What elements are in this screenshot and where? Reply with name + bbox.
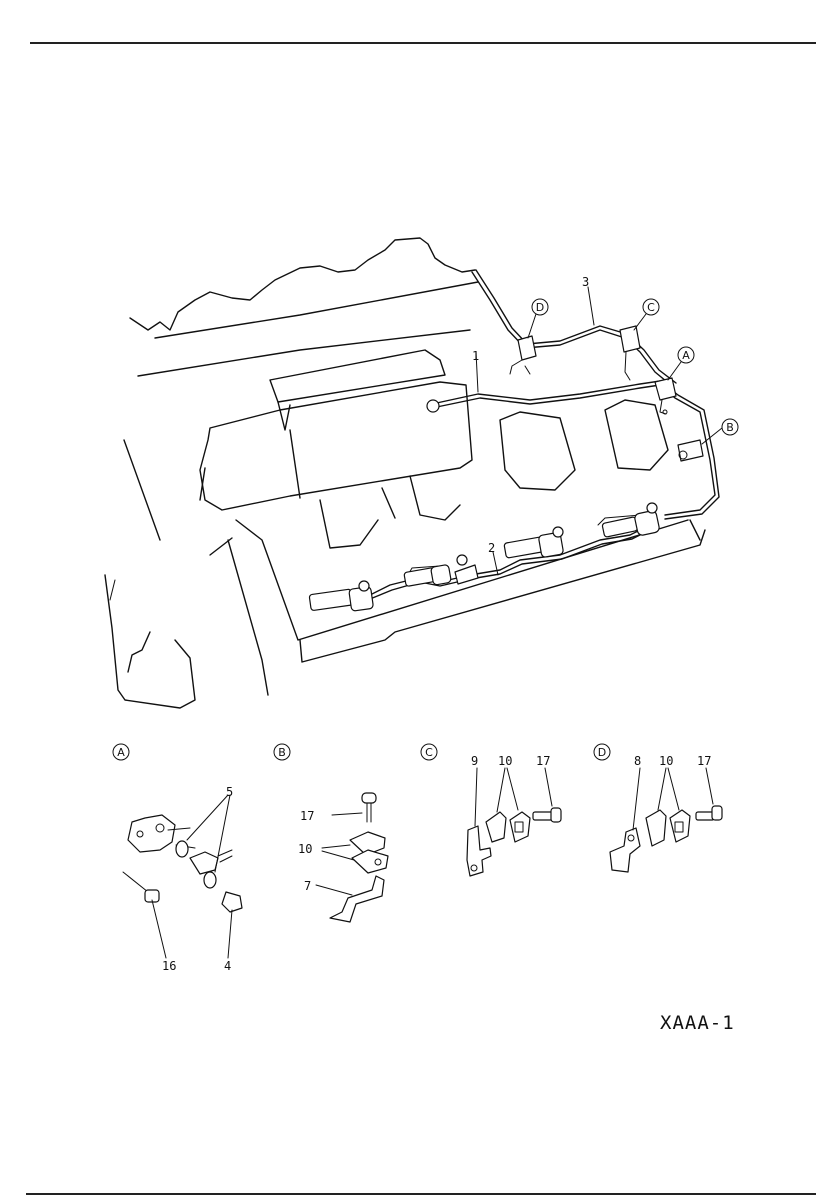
detail-d-callout-bracket: 8 xyxy=(634,754,641,768)
detail-b-clamp-bottom xyxy=(351,849,389,874)
detail-a-marker: A xyxy=(112,743,130,761)
svg-text:D: D xyxy=(536,301,544,314)
svg-text:A: A xyxy=(682,349,690,362)
engine-outline xyxy=(104,237,706,709)
detail-b-marker: B xyxy=(273,743,291,761)
clamp-a xyxy=(654,377,677,415)
injector-1 xyxy=(308,580,374,612)
marker-b-main: B xyxy=(721,418,739,436)
detail-a: A 5 16 4 xyxy=(112,743,243,973)
detail-d-clamp-2 xyxy=(669,809,691,843)
detail-d-callout-clamp: 10 xyxy=(659,754,673,768)
pipe-clamps xyxy=(426,325,704,462)
figure-code: XAAA-1 xyxy=(660,1012,735,1034)
detail-a-clamp xyxy=(189,851,219,875)
main-leaders xyxy=(475,286,723,576)
detail-a-bolt-4 xyxy=(221,891,243,913)
detail-a-washer-1 xyxy=(175,840,189,858)
detail-c-clamp-2 xyxy=(509,811,531,843)
injector-3 xyxy=(503,526,564,559)
marker-c-main: C xyxy=(642,298,660,316)
detail-d-clamp-1 xyxy=(645,809,667,847)
svg-text:C: C xyxy=(647,301,655,314)
detail-c-bracket xyxy=(466,825,492,877)
detail-b-callout-clamp: 10 xyxy=(298,842,312,856)
detail-a-callout-bolt-4: 4 xyxy=(224,959,231,973)
footer-rule xyxy=(26,1193,816,1195)
detail-c-marker: C xyxy=(420,743,438,761)
detail-d: D 8 10 17 xyxy=(593,743,723,873)
marker-a-main: A xyxy=(677,346,695,364)
detail-a-callout-bolt-16: 16 xyxy=(162,959,176,973)
pipe-fitting xyxy=(426,399,440,413)
injectors xyxy=(308,502,660,612)
injector-2 xyxy=(403,554,479,587)
detail-b-callout-bolt: 17 xyxy=(300,809,314,823)
clamp-d xyxy=(509,335,537,375)
detail-b: B 17 10 7 xyxy=(273,743,389,923)
svg-text:B: B xyxy=(726,421,734,434)
injector-4 xyxy=(601,502,660,538)
clamp-c xyxy=(619,325,641,381)
header-rule xyxy=(30,42,816,44)
detail-c-callout-bolt: 17 xyxy=(536,754,550,768)
detail-b-bracket xyxy=(329,875,385,923)
detail-a-bracket xyxy=(127,814,176,853)
svg-text:D: D xyxy=(598,746,606,759)
detail-b-callout-bracket: 7 xyxy=(304,879,311,893)
svg-text:B: B xyxy=(278,746,286,759)
detail-c-bolt xyxy=(532,811,554,821)
callout-pipe-return: 1 xyxy=(472,349,479,363)
detail-b-bolt xyxy=(361,792,377,804)
detail-d-callout-bolt: 17 xyxy=(697,754,711,768)
clamp-b xyxy=(677,439,704,462)
detail-c-callout-clamp: 10 xyxy=(498,754,512,768)
detail-d-bolt xyxy=(695,811,715,821)
detail-c-clamp-1 xyxy=(485,811,507,843)
detail-c-callout-bracket: 9 xyxy=(471,754,478,768)
detail-a-washer-2 xyxy=(203,871,217,889)
detail-d-marker: D xyxy=(593,743,611,761)
callout-pipe-upper: 3 xyxy=(582,275,589,289)
svg-text:C: C xyxy=(425,746,433,759)
callout-pipe-lower: 2 xyxy=(488,541,495,555)
marker-d-main: D xyxy=(531,298,549,316)
detail-d-bracket xyxy=(609,827,641,873)
svg-text:A: A xyxy=(117,746,125,759)
detail-a-callout-washer: 5 xyxy=(226,785,233,799)
detail-c: C 9 10 17 xyxy=(420,743,562,877)
